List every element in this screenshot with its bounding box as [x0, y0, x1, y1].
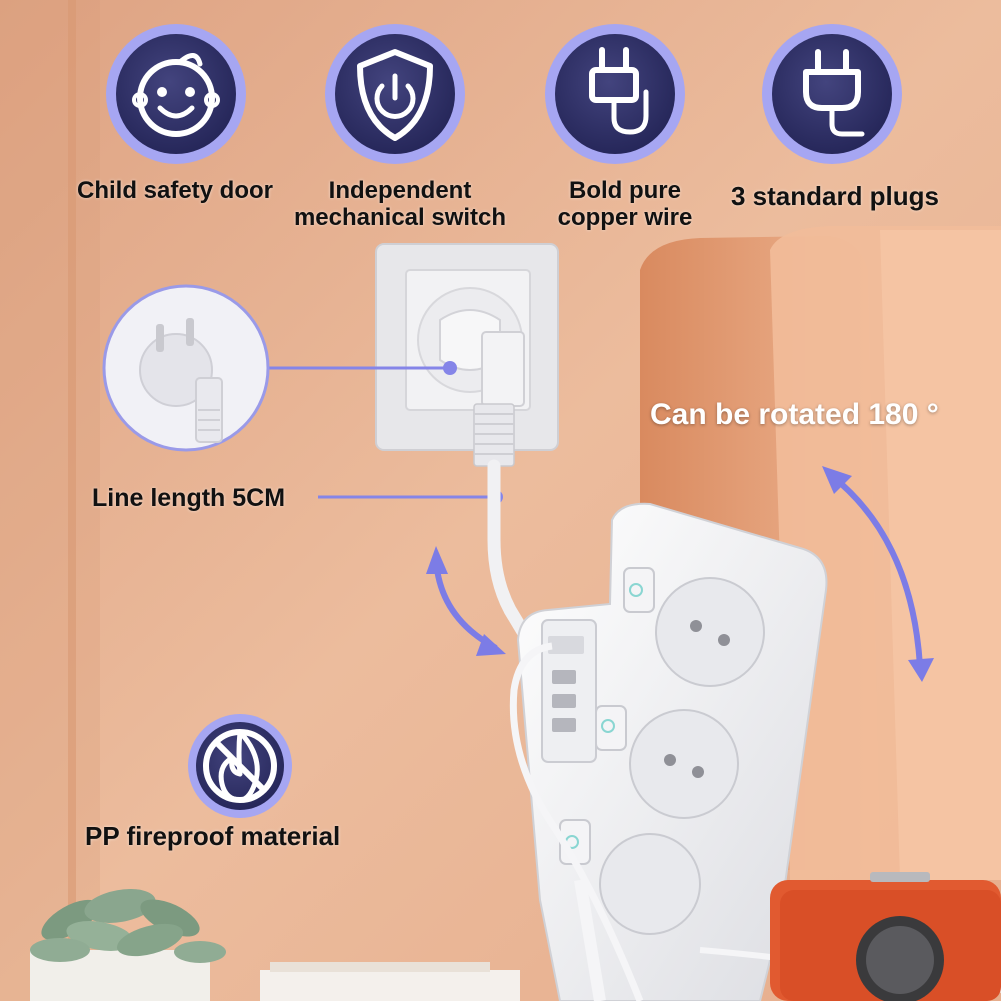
no-fire-icon [188, 714, 292, 818]
copper-label-line1: Bold pure [569, 177, 681, 204]
switch-label: Independent mechanical switch [285, 177, 515, 232]
rotation-label: Can be rotated 180 ° [650, 398, 939, 431]
usb-cable-1 [509, 642, 644, 1001]
wall-seam [68, 0, 76, 1001]
book-stack [260, 970, 520, 1001]
power-shield-icon [325, 24, 465, 164]
succulent-plant [30, 889, 226, 1001]
plugs-label: 3 standard plugs [730, 181, 940, 211]
rotation-arrow-right [822, 466, 934, 682]
plug-icon [762, 24, 902, 164]
copper-label-line2: copper wire [557, 203, 693, 231]
red-radio [770, 872, 1001, 1001]
short-cable [487, 459, 547, 667]
plug-cable [574, 879, 606, 1001]
line-length-label: Line length 5CM [92, 484, 286, 512]
child-safety-label: Child safety door [76, 177, 274, 204]
rotation-arrow-left [426, 546, 506, 656]
copper-wire-icon [545, 24, 685, 164]
wall-socket [375, 243, 559, 467]
switch-label-line2: mechanical switch [293, 203, 507, 231]
power-strip-adapter [516, 502, 828, 1001]
fireproof-label: PP fireproof material [85, 821, 341, 851]
child-safety-icon [106, 24, 246, 164]
copper-label: Bold pure copper wire [540, 177, 710, 232]
plug-detail-bubble [102, 284, 457, 452]
switch-label-line1: Independent [328, 177, 472, 204]
